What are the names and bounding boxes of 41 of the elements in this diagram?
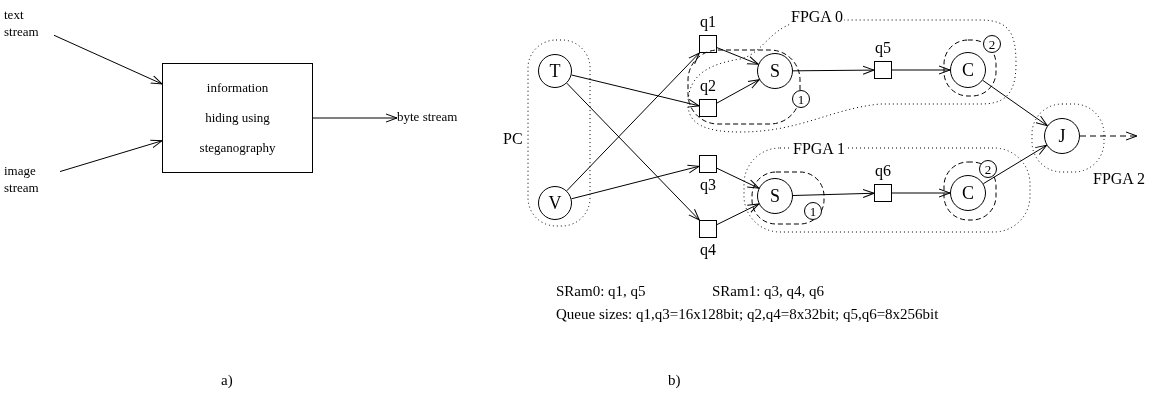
panel-label: b) xyxy=(668,371,681,389)
stream-label: text stream xyxy=(4,6,40,40)
note-text: SRam0: q1, q5 xyxy=(556,282,646,300)
arrow xyxy=(891,188,951,198)
queue-label: q2 xyxy=(700,76,716,97)
partition-number: 2 xyxy=(979,160,997,178)
arrow xyxy=(716,47,759,65)
arrow xyxy=(566,82,700,221)
panel-label: a) xyxy=(221,371,233,389)
note-text: SRam1: q3, q4, q6 xyxy=(712,282,825,300)
queue-label: q6 xyxy=(875,161,891,182)
arrow xyxy=(566,52,700,192)
queue-label: q3 xyxy=(700,174,716,196)
queue-label: q4 xyxy=(700,239,716,261)
partition-group xyxy=(686,48,810,126)
arrow xyxy=(716,167,760,189)
arrow xyxy=(59,139,163,173)
region-label: FPGA 0 xyxy=(790,8,845,26)
arrow xyxy=(571,74,700,108)
arrow xyxy=(792,189,875,199)
arrow xyxy=(570,164,700,200)
arrow xyxy=(1079,131,1138,141)
stream-label: image stream xyxy=(4,162,40,196)
queue-label: q5 xyxy=(875,38,891,59)
arrow xyxy=(982,79,1048,127)
partition-region xyxy=(500,38,592,228)
arrow xyxy=(982,144,1048,185)
partition-number: 1 xyxy=(792,90,810,108)
arrow xyxy=(716,79,760,104)
arrow xyxy=(312,113,398,123)
stream-label: byte stream xyxy=(397,108,459,125)
process-box: information hiding using steganography xyxy=(162,63,313,173)
partition-number: 1 xyxy=(804,202,822,220)
arrow xyxy=(716,203,760,226)
arrow xyxy=(792,65,875,75)
queue-label: q1 xyxy=(700,12,716,33)
arrow xyxy=(891,65,951,75)
partition-group xyxy=(750,170,826,226)
note-text: Queue sizes: q1,q3=16x128bit; q2,q4=8x32bit; q5,q6=8x256bit xyxy=(556,305,939,323)
arrow xyxy=(53,34,163,85)
partition-number: 2 xyxy=(983,35,1001,53)
